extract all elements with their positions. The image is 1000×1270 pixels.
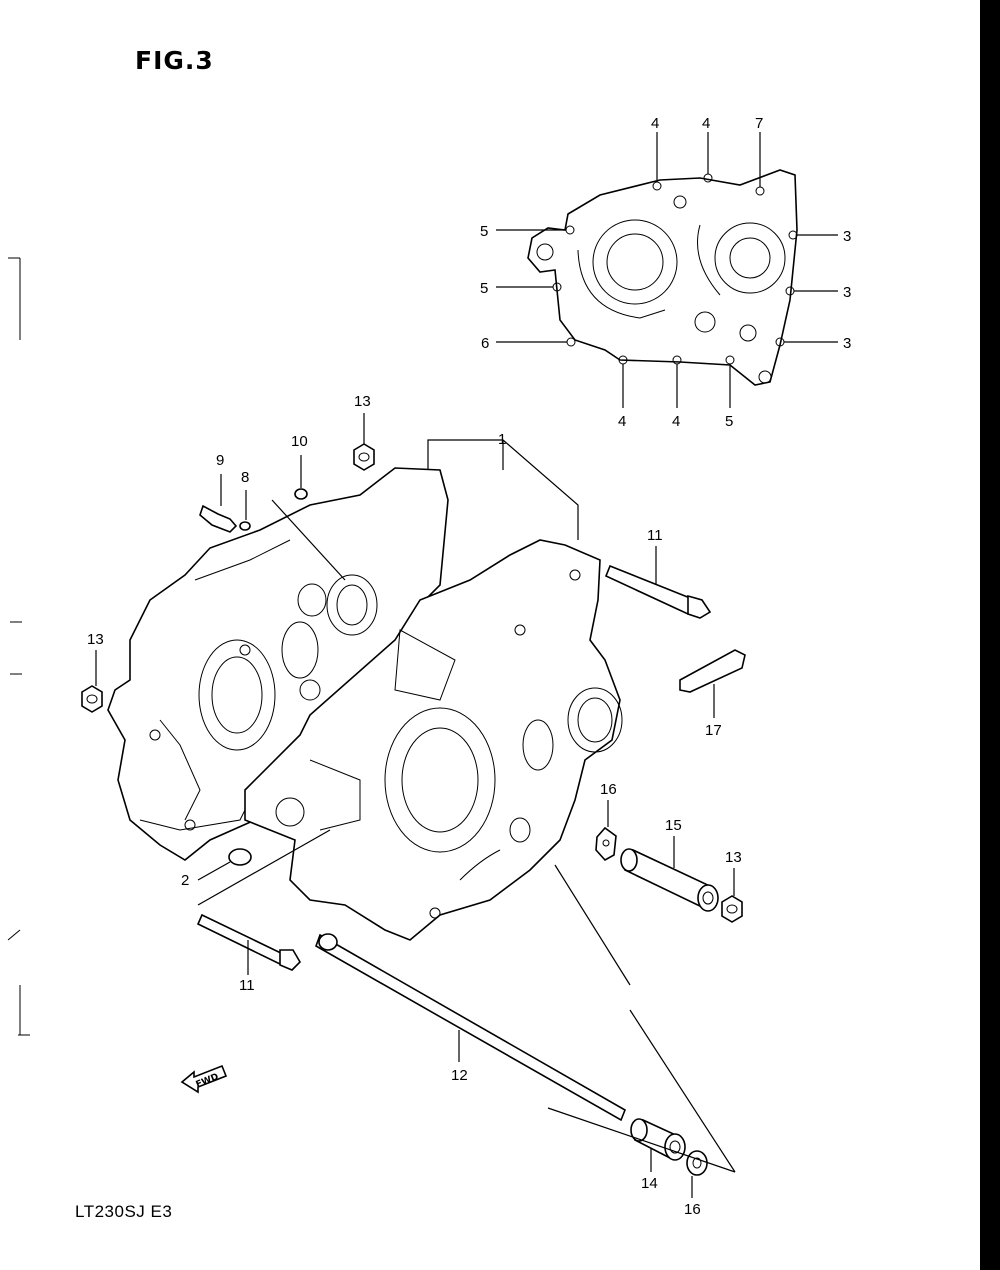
callout-11: 11 [647, 527, 663, 544]
callout-13: 13 [725, 849, 742, 866]
nut-13-top [353, 413, 375, 471]
callout-7: 7 [755, 115, 763, 132]
callout-4: 4 [651, 115, 659, 132]
callout-4: 4 [702, 115, 710, 132]
crankcase-gasket [527, 169, 798, 386]
callout-15: 15 [665, 817, 682, 834]
bolt-11-right [604, 546, 712, 619]
callout-5: 5 [480, 223, 488, 240]
crankcase-bracket [427, 439, 579, 540]
callout-4: 4 [672, 413, 680, 430]
callout-13: 13 [354, 393, 371, 410]
callout-8: 8 [241, 469, 249, 486]
assembly-lines [547, 864, 736, 1173]
callout-4: 4 [618, 413, 626, 430]
dowel-pin-2 [197, 848, 252, 881]
crankcase-right-half [244, 539, 623, 941]
callout-11: 11 [239, 977, 255, 994]
callout-3: 3 [843, 335, 851, 352]
nut-13-left [81, 650, 103, 713]
callout-5: 5 [480, 280, 488, 297]
model-code: LT230SJ E3 [75, 1202, 173, 1221]
fwd-arrow-icon: FWD [180, 1064, 228, 1094]
o-ring-10 [271, 455, 346, 581]
scan-margin-marks [7, 257, 30, 1036]
stud-12 [315, 933, 627, 1122]
callout-6: 6 [481, 335, 489, 352]
callout-3: 3 [843, 228, 851, 245]
callout-3: 3 [843, 284, 851, 301]
callout-16: 16 [684, 1201, 701, 1218]
callout-17: 17 [705, 722, 722, 739]
callout-12: 12 [451, 1067, 468, 1084]
bushing-14 [630, 1118, 686, 1172]
callout-13: 13 [87, 631, 104, 648]
figure-title: FIG.3 [135, 46, 214, 75]
callout-10: 10 [291, 433, 308, 450]
o-ring-8 [239, 490, 251, 531]
oil-jet-9 [199, 474, 238, 533]
callout-14: 14 [641, 1175, 658, 1192]
nut-13-right [721, 868, 743, 923]
callout-2: 2 [181, 872, 189, 889]
gasket-leader-lines [496, 132, 838, 408]
washer-16-lower [686, 1150, 708, 1198]
callout-5: 5 [725, 413, 733, 430]
bolt-11-left [196, 829, 331, 975]
bushing-15 [620, 836, 719, 912]
callout-9: 9 [216, 452, 224, 469]
scan-edge-bar [980, 0, 1000, 1270]
bracket-17 [679, 649, 746, 718]
callout-1: 1 [498, 431, 506, 448]
washer-16-upper [595, 800, 617, 862]
callout-numbers: 1 2 3 3 3 4 4 4 4 5 5 5 6 7 8 9 10 11 11… [87, 115, 851, 1218]
callout-16: 16 [600, 781, 617, 798]
